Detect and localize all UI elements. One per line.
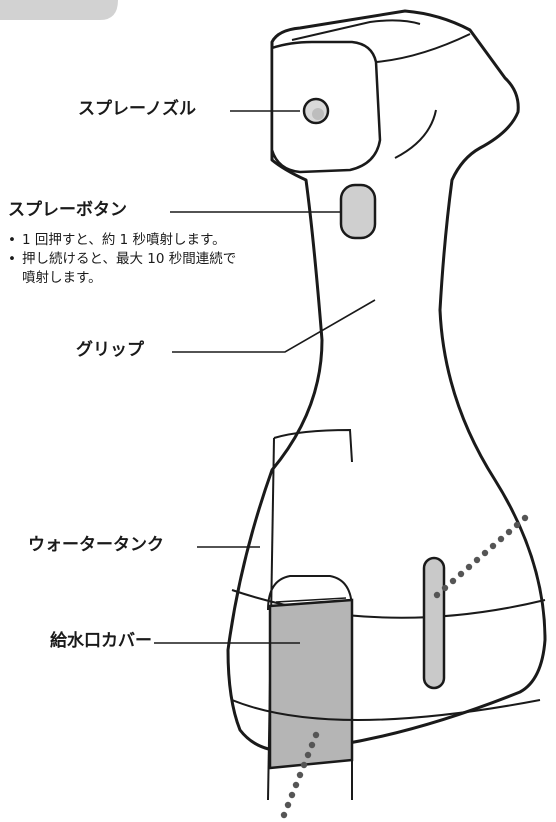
base-line <box>231 699 541 721</box>
spray-button-note-1: 1 回押すと、約 1 秒噴射します。 <box>8 231 318 250</box>
nozzle-inner <box>312 108 324 120</box>
leader-lines <box>154 110 376 644</box>
dotted-cut-line-right <box>433 514 529 599</box>
leader-grip <box>172 299 376 353</box>
label-grip: グリップ <box>76 340 144 360</box>
label-water-tank: ウォータータンク <box>28 535 164 555</box>
fill-port-cover-shape <box>268 598 354 770</box>
spray-button-note-2: 押し続けると、最大 10 秒間連続で 噴射します。 <box>8 250 318 288</box>
water-level-window <box>422 556 446 690</box>
tank-window-top <box>273 428 353 463</box>
head-back-contour <box>394 109 437 159</box>
head-side-contour <box>375 33 471 63</box>
label-fill-port-cover: 給水口カバー <box>50 631 152 651</box>
device-body-outline <box>226 9 547 753</box>
label-spray-button: スプレーボタン <box>8 200 127 220</box>
spray-button-notes: 1 回押すと、約 1 秒噴射します。 押し続けると、最大 10 秒間連続で 噴射… <box>8 231 318 288</box>
label-spray-nozzle: スプレーノズル <box>78 99 196 119</box>
spray-button-shape <box>339 183 377 240</box>
dotted-cut-line-bottom <box>280 731 320 819</box>
head-top-edge <box>291 19 421 41</box>
corner-tab <box>0 0 118 20</box>
